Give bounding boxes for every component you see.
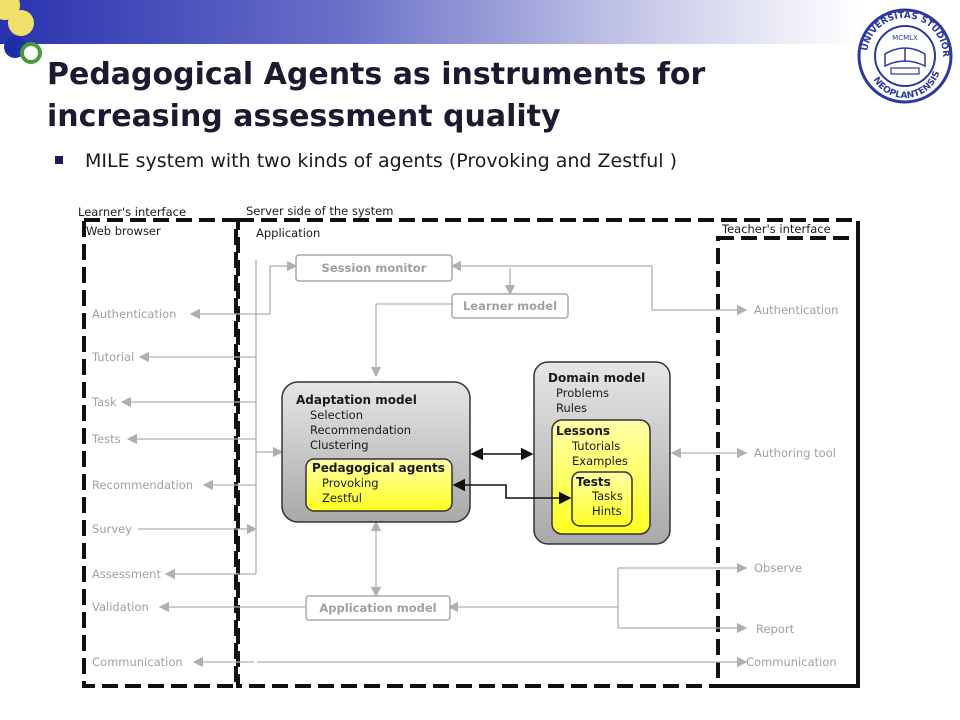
university-seal-logo: UNIVERSITAS STUDIORUM NEOPLANTENSIS MCML… (855, 6, 953, 104)
left-item-authentication: Authentication (92, 307, 176, 321)
left-item-recommendation: Recommendation (92, 478, 193, 492)
application-label: Application (256, 226, 320, 240)
session-monitor-box (295, 254, 453, 282)
right-item-communication: Communication (746, 655, 837, 669)
right-item-authentication: Authentication (754, 303, 838, 317)
decor-circle-icon (8, 10, 34, 36)
tests-box (571, 471, 633, 527)
left-item-assessment: Assessment (92, 567, 161, 581)
left-item-communication: Communication (92, 655, 183, 669)
session-monitor-label: Session monitor (322, 261, 427, 275)
left-item-task: Task (91, 395, 117, 409)
domain-item-rules: Rules (556, 401, 587, 415)
right-item-report: Report (756, 622, 795, 636)
mile-architecture-diagram: Learner's interface Web browser Server s… (78, 204, 860, 688)
domain-item-problems: Problems (556, 386, 609, 400)
svg-text:UNIVERSITAS STUDIORUM: UNIVERSITAS STUDIORUM (855, 6, 950, 57)
application-model-box (305, 595, 451, 621)
application-model-label: Application model (319, 601, 436, 615)
slide-title: Pedagogical Agents as instruments for in… (47, 54, 837, 138)
teacher-interface-title: Teacher's interface (721, 222, 831, 236)
bullet-square-icon (55, 155, 63, 164)
left-item-tutorial: Tutorial (91, 350, 134, 364)
lessons-item-tutorials: Tutorials (571, 439, 620, 453)
lessons-title: Lessons (556, 424, 610, 438)
right-item-authoring-tool: Authoring tool (754, 446, 836, 460)
tests-item-hints: Hints (592, 504, 622, 518)
left-item-validation: Validation (92, 600, 149, 614)
adaptation-item-clustering: Clustering (310, 438, 369, 452)
domain-model-title: Domain model (548, 371, 645, 385)
right-item-observe: Observe (754, 561, 802, 575)
header-gradient-bar (0, 0, 860, 44)
slide-title-line-1: Pedagogical Agents as instruments for (47, 57, 706, 92)
agent-item-zestful: Zestful (322, 491, 362, 505)
learner-interface-box (82, 218, 238, 688)
learner-model-box (451, 293, 569, 319)
slide-title-line-2: increasing assessment quality (47, 99, 561, 134)
agent-item-provoking: Provoking (322, 476, 379, 490)
tests-title: Tests (576, 475, 611, 489)
web-browser-label: Web browser (86, 224, 161, 238)
learner-model-label: Learner model (463, 299, 557, 313)
lessons-item-examples: Examples (572, 454, 628, 468)
pedagogical-agents-title: Pedagogical agents (312, 461, 445, 475)
adaptation-model-title: Adaptation model (296, 393, 417, 407)
left-item-survey: Survey (92, 522, 132, 536)
adaptation-item-selection: Selection (310, 408, 363, 422)
bullet-item: MILE system with two kinds of agents (Pr… (55, 150, 677, 172)
adaptation-item-recommendation: Recommendation (310, 423, 411, 437)
tests-item-tasks: Tasks (591, 489, 623, 503)
decor-circle-icon (20, 42, 42, 64)
bullet-text: MILE system with two kinds of agents (Pr… (85, 150, 678, 172)
learner-interface-title: Learner's interface (78, 205, 186, 219)
seal-year: MCMLX (892, 34, 918, 42)
teacher-interface-box (716, 236, 860, 688)
pedagogical-agents-box (305, 458, 453, 512)
server-side-title: Server side of the system (246, 204, 393, 218)
left-item-tests: Tests (91, 432, 121, 446)
